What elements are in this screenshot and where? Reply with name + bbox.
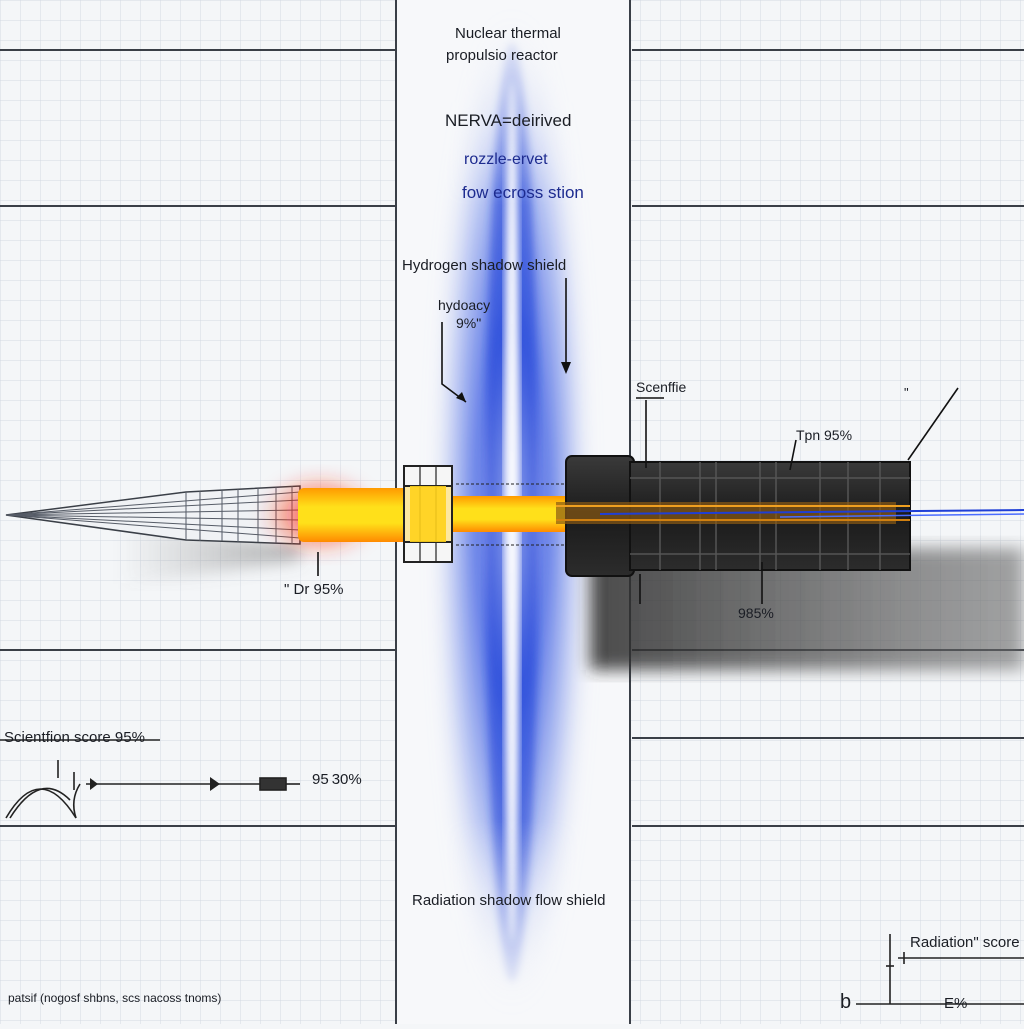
arc-icon xyxy=(5,788,77,819)
nozzle-cone xyxy=(5,485,301,545)
resistor-icon xyxy=(259,777,287,791)
exhaust-plume xyxy=(298,483,572,546)
nerva-label: NERVA=deirived xyxy=(445,111,572,130)
nozzle-label-line-2: fow ecross stion xyxy=(462,183,584,202)
dr-label: " Dr 95% xyxy=(284,581,344,598)
radiation-flow-label: Radiation shadow flow shield xyxy=(412,892,606,909)
marker-label: " xyxy=(904,385,909,400)
arrow-icon xyxy=(90,778,98,790)
nozzle-label-line-1: rozzle-ervet xyxy=(464,151,548,168)
coupling-flange xyxy=(403,465,453,563)
footer-label: patsif (nogosf shbns, scs nacoss tnoms) xyxy=(8,991,222,1005)
hydoacy-label-line-2: 9%" xyxy=(456,315,482,331)
callout-lines xyxy=(317,278,959,604)
arrow-icon xyxy=(210,777,220,791)
pct-985-label: 985% xyxy=(738,605,774,621)
score-label: Scientfion score 95% xyxy=(4,729,145,746)
bottom-pct-label: E% xyxy=(944,995,968,1012)
hydoacy-label-line-1: hydoacy xyxy=(438,297,491,313)
tpn-label: Tpn 95% xyxy=(796,427,853,443)
circuit-sketch xyxy=(0,739,300,819)
reactor-body xyxy=(556,455,1024,577)
hydrogen-shield-label: Hydrogen shadow shield xyxy=(402,257,567,274)
scenffie-label: Scenffie xyxy=(636,379,687,395)
scale-axis xyxy=(856,934,1024,1005)
title-line-2: propulsio reactor xyxy=(446,47,558,64)
title-line-1: Nuclear thermal xyxy=(455,25,561,42)
score-value-label: 95 30% xyxy=(312,771,362,788)
axis-b-label: b xyxy=(840,991,852,1013)
radiation-score-label: Radiation" score xyxy=(910,934,1020,951)
